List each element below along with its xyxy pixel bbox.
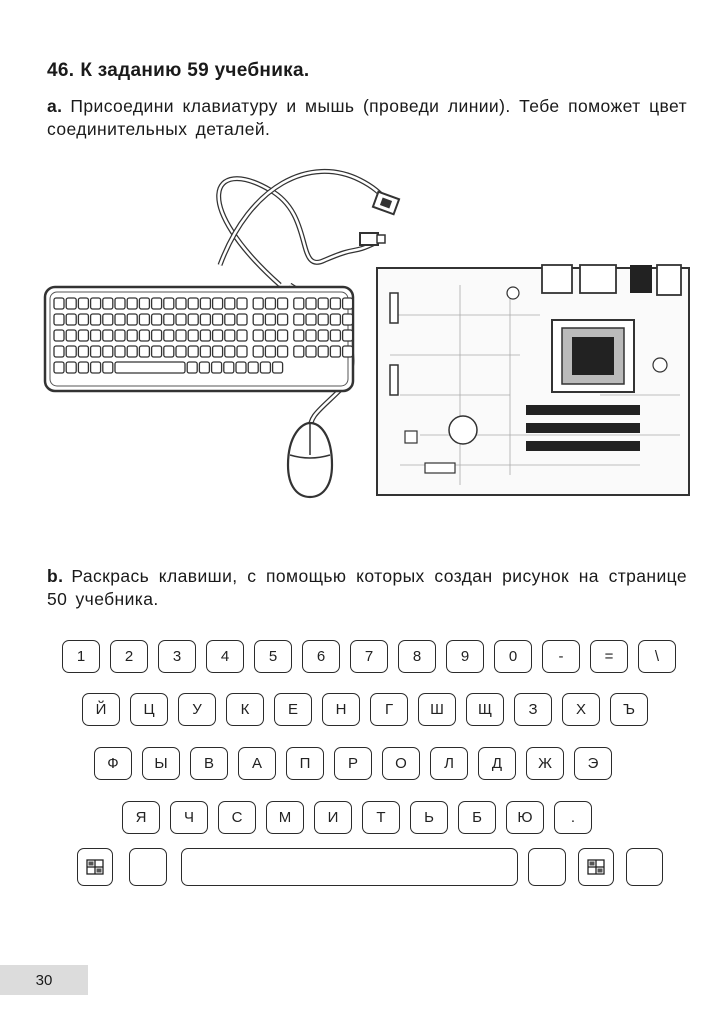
computer-parts-illustration xyxy=(43,169,690,499)
connector-plugs xyxy=(359,190,401,246)
key-blank-right[interactable] xyxy=(528,848,566,886)
key-1-10[interactable]: 0 xyxy=(494,640,532,673)
part-a-letter: a. xyxy=(47,96,63,116)
key-1-4[interactable]: 4 xyxy=(206,640,244,673)
key-4-8[interactable]: Б xyxy=(458,801,496,834)
part-b-text: Раскрась клавиши, с помощью которых созд… xyxy=(47,566,687,609)
page-number: 30 xyxy=(0,965,88,995)
key-2-12[interactable]: Ъ xyxy=(610,693,648,726)
key-2-6[interactable]: Н xyxy=(322,693,360,726)
key-1-2[interactable]: 2 xyxy=(110,640,148,673)
key-2-10[interactable]: З xyxy=(514,693,552,726)
key-2-9[interactable]: Щ xyxy=(466,693,504,726)
key-4-5[interactable]: И xyxy=(314,801,352,834)
key-2-1[interactable]: Й xyxy=(82,693,120,726)
key-3-2[interactable]: Ы xyxy=(142,747,180,780)
key-4-1[interactable]: Я xyxy=(122,801,160,834)
key-1-1[interactable]: 1 xyxy=(62,640,100,673)
part-a-instruction: a.Присоедини клавиатуру и мышь (проведи … xyxy=(47,95,687,141)
key-windows-right[interactable] xyxy=(578,848,614,886)
key-1-12[interactable]: = xyxy=(590,640,628,673)
key-2-4[interactable]: К xyxy=(226,693,264,726)
key-3-11[interactable]: Э xyxy=(574,747,612,780)
key-4-6[interactable]: Т xyxy=(362,801,400,834)
key-3-6[interactable]: Р xyxy=(334,747,372,780)
windows-icon xyxy=(587,859,605,875)
key-blank-left[interactable] xyxy=(129,848,167,886)
key-3-9[interactable]: Д xyxy=(478,747,516,780)
key-4-3[interactable]: С xyxy=(218,801,256,834)
key-1-7[interactable]: 7 xyxy=(350,640,388,673)
key-2-8[interactable]: Ш xyxy=(418,693,456,726)
key-3-5[interactable]: П xyxy=(286,747,324,780)
key-3-8[interactable]: Л xyxy=(430,747,468,780)
key-2-5[interactable]: Е xyxy=(274,693,312,726)
key-1-9[interactable]: 9 xyxy=(446,640,484,673)
key-space[interactable] xyxy=(181,848,518,886)
key-3-3[interactable]: В xyxy=(190,747,228,780)
motherboard-drawing xyxy=(376,264,690,496)
key-1-3[interactable]: 3 xyxy=(158,640,196,673)
key-3-10[interactable]: Ж xyxy=(526,747,564,780)
task-number: 46. xyxy=(47,60,75,81)
part-a-text: Присоедини клавиатуру и мышь (проведи ли… xyxy=(47,96,687,139)
key-1-5[interactable]: 5 xyxy=(254,640,292,673)
key-3-1[interactable]: Ф xyxy=(94,747,132,780)
key-windows-left[interactable] xyxy=(77,848,113,886)
key-2-3[interactable]: У xyxy=(178,693,216,726)
key-4-10[interactable]: . xyxy=(554,801,592,834)
key-1-13[interactable]: \ xyxy=(638,640,676,673)
key-2-11[interactable]: Х xyxy=(562,693,600,726)
key-2-2[interactable]: Ц xyxy=(130,693,168,726)
part-b-instruction: b.Раскрась клавиши, с помощью которых со… xyxy=(47,565,687,611)
key-3-4[interactable]: А xyxy=(238,747,276,780)
key-1-8[interactable]: 8 xyxy=(398,640,436,673)
task-title-text: К заданию 59 учебника. xyxy=(80,60,310,81)
key-2-7[interactable]: Г xyxy=(370,693,408,726)
pc-keyboard-drawing xyxy=(43,285,355,393)
mouse-drawing xyxy=(286,421,334,499)
key-4-4[interactable]: М xyxy=(266,801,304,834)
key-4-9[interactable]: Ю xyxy=(506,801,544,834)
key-1-11[interactable]: - xyxy=(542,640,580,673)
key-4-7[interactable]: Ь xyxy=(410,801,448,834)
key-blank-far-right[interactable] xyxy=(626,848,663,886)
windows-icon xyxy=(86,859,104,875)
key-3-7[interactable]: О xyxy=(382,747,420,780)
task-title: 46.К заданию 59 учебника. xyxy=(47,60,309,82)
key-1-6[interactable]: 6 xyxy=(302,640,340,673)
key-4-2[interactable]: Ч xyxy=(170,801,208,834)
part-b-letter: b. xyxy=(47,566,64,586)
